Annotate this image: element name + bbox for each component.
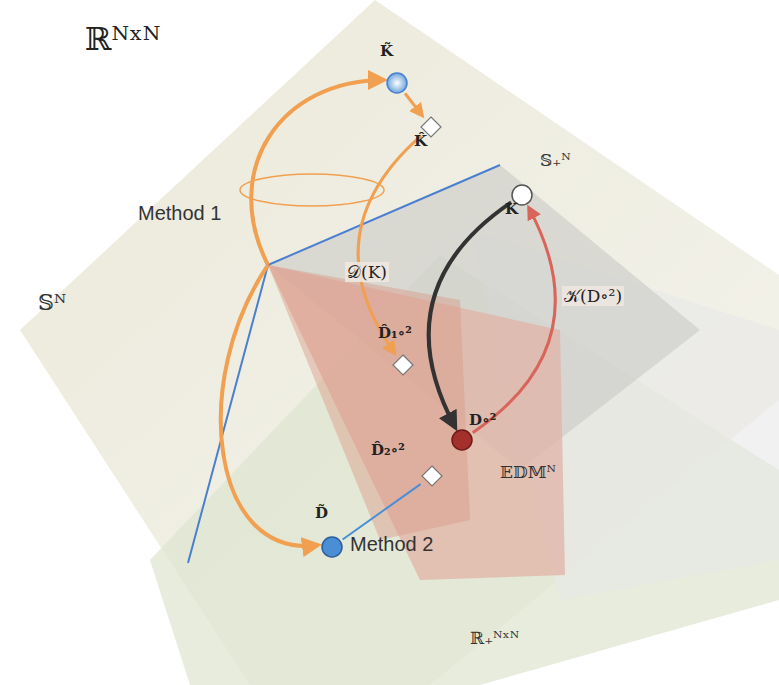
space-label: ℝ₊ᴺˣᴺ bbox=[470, 628, 519, 648]
point-label: D̂₁∘² bbox=[378, 324, 412, 342]
space-label: 𝕊ᴺ bbox=[38, 290, 66, 315]
marker-shape bbox=[421, 465, 443, 487]
point-label: K̂ bbox=[414, 132, 427, 150]
point-label: K̃ bbox=[380, 42, 393, 60]
cone-label: 𝕊₊ᴺ bbox=[540, 150, 571, 170]
edge-label: 𝒦(D∘²) bbox=[562, 286, 624, 306]
marker-shape bbox=[392, 354, 414, 376]
cone-label: 𝔼𝔻𝕄ᴺ bbox=[500, 462, 556, 482]
point-circle: D̃ bbox=[321, 536, 343, 558]
point-diamond: D̂₁∘² bbox=[392, 354, 414, 376]
marker-shape bbox=[451, 429, 473, 451]
point-label: D∘² bbox=[469, 411, 496, 429]
point-circle: K bbox=[511, 184, 533, 206]
point-diamond: K̂ bbox=[420, 116, 442, 138]
point-label: D̃ bbox=[315, 504, 328, 522]
point-label: D̂₂∘² bbox=[371, 441, 405, 459]
marker-shape bbox=[321, 536, 343, 558]
connector-arrow bbox=[343, 484, 421, 539]
connector-arrow bbox=[405, 93, 422, 116]
point-label: K bbox=[505, 200, 518, 218]
point-circle: D∘² bbox=[451, 429, 473, 451]
space-label: ℝᴺˣᴺ bbox=[85, 20, 160, 58]
marker-shape bbox=[386, 72, 408, 94]
point-circle: K̃ bbox=[386, 72, 408, 94]
connector-arrow bbox=[473, 207, 556, 432]
edge-label: 𝒟(K) bbox=[345, 262, 389, 282]
method-label: Method 1 bbox=[138, 202, 221, 225]
connector-arrow bbox=[358, 136, 421, 354]
point-diamond: D̂₂∘² bbox=[421, 465, 443, 487]
method-label: Method 2 bbox=[350, 533, 433, 556]
connector-arrow bbox=[429, 202, 512, 427]
